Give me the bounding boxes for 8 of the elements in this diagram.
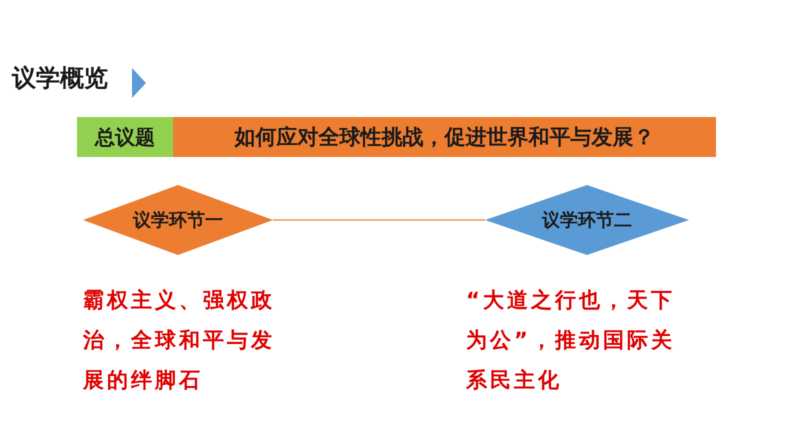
tag-box: 总议题 <box>77 117 173 157</box>
decision-diamond: 议学环节二 <box>485 185 689 255</box>
topic-box: 如何应对全球性挑战，促进世界和平与发展？ <box>173 117 716 157</box>
note-text: “大道之行也，天下为公”，推动国际关系民主化 <box>466 287 676 394</box>
title: 议学概览 <box>12 63 108 94</box>
connector-line <box>273 219 485 221</box>
decision-diamond: 议学环节一 <box>83 185 273 255</box>
note-text: 霸权主义、强权政治，全球和平与发展的绊脚石 <box>83 287 276 394</box>
